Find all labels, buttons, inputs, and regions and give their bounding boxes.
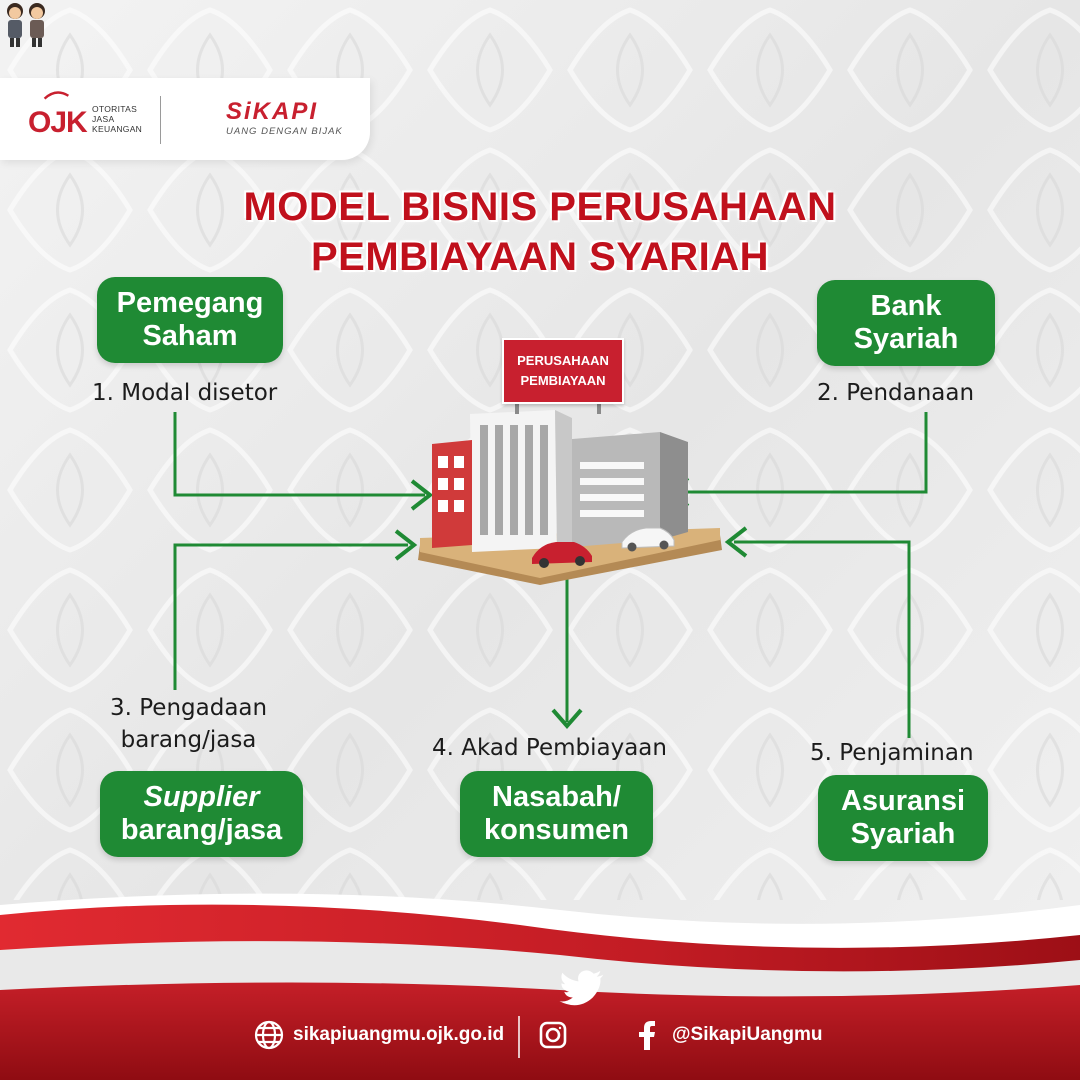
node-label: Syariah bbox=[850, 818, 956, 850]
sikapi-tagline: UANG DENGAN BIJAK bbox=[226, 126, 343, 137]
node-label: Supplier bbox=[143, 781, 260, 813]
footer-social-handle[interactable]: @SikapiUangmu bbox=[672, 1024, 823, 1045]
node-label: barang/jasa bbox=[120, 814, 283, 846]
footer-website[interactable]: sikapiuangmu.ojk.go.id bbox=[293, 1024, 505, 1045]
flow-text: 3. Pengadaan bbox=[110, 695, 268, 721]
ojk-subtitle: OTORITAS JASA KEUANGAN bbox=[92, 104, 143, 134]
flow-label-akad: 4. Akad Pembiayaan bbox=[432, 732, 667, 764]
perusahaan-pembiayaan-sign: PERUSAHAAN PEMBIAYAAN bbox=[502, 338, 624, 404]
red-car bbox=[532, 542, 592, 568]
node-bank-syariah: Bank Syariah bbox=[817, 280, 995, 366]
flow-text: 1. Modal disetor bbox=[92, 380, 278, 406]
title-line-2: PEMBIAYAAN SYARIAH bbox=[310, 235, 770, 279]
connector-nasabah bbox=[551, 578, 583, 730]
node-nasabah: Nasabah/ konsumen bbox=[460, 771, 653, 857]
connector-asuransi-syariah bbox=[724, 526, 911, 738]
page-title: MODEL BISNIS PERUSAHAAN PEMBIAYAAN SYARI… bbox=[140, 182, 940, 282]
node-label: Bank bbox=[870, 290, 942, 322]
flow-text: 5. Penjaminan bbox=[810, 740, 974, 766]
white-car bbox=[621, 527, 675, 552]
footer-waves bbox=[0, 893, 1080, 1080]
node-label: Nasabah/ bbox=[492, 781, 621, 813]
node-asuransi-syariah: Asuransi Syariah bbox=[818, 775, 988, 861]
flow-label-penjaminan: 5. Penjaminan bbox=[810, 737, 974, 769]
ojk-logo: OJK bbox=[28, 106, 88, 139]
node-label: Saham bbox=[142, 320, 238, 352]
instagram-icon[interactable] bbox=[539, 1021, 567, 1049]
connector-pemegang-saham bbox=[173, 412, 434, 511]
sikapi-mascots-icon bbox=[7, 3, 45, 47]
sign-line-2: PEMBIAYAAN bbox=[520, 373, 606, 388]
node-pemegang-saham: Pemegang Saham bbox=[97, 277, 283, 363]
facebook-icon[interactable] bbox=[639, 1021, 655, 1050]
sikapi-logo: SiKAPI bbox=[226, 98, 319, 125]
flow-label-modal: 1. Modal disetor bbox=[92, 377, 277, 409]
node-label: konsumen bbox=[483, 814, 630, 846]
globe-icon bbox=[254, 1020, 284, 1050]
node-supplier: Supplier barang/jasa bbox=[100, 771, 303, 857]
twitter-icon[interactable] bbox=[559, 970, 604, 1006]
title-line-1: MODEL BISNIS PERUSAHAAN bbox=[243, 185, 837, 229]
sign-line-1: PERUSAHAAN bbox=[517, 353, 609, 368]
flow-text: barang/jasa bbox=[120, 727, 257, 753]
flow-label-pengadaan: 3. Pengadaan barang/jasa bbox=[110, 692, 267, 756]
flow-label-pendanaan: 2. Pendanaan bbox=[817, 377, 974, 409]
node-label: Asuransi bbox=[840, 785, 966, 817]
logo-divider bbox=[160, 96, 161, 144]
node-label: Pemegang bbox=[116, 287, 264, 319]
connector-supplier bbox=[173, 529, 418, 690]
ojk-logo-arc-icon bbox=[43, 91, 70, 100]
node-label: Syariah bbox=[853, 323, 959, 355]
office-building-illustration bbox=[418, 398, 722, 585]
flow-text: 4. Akad Pembiayaan bbox=[432, 735, 667, 761]
flow-text: 2. Pendanaan bbox=[817, 380, 975, 406]
